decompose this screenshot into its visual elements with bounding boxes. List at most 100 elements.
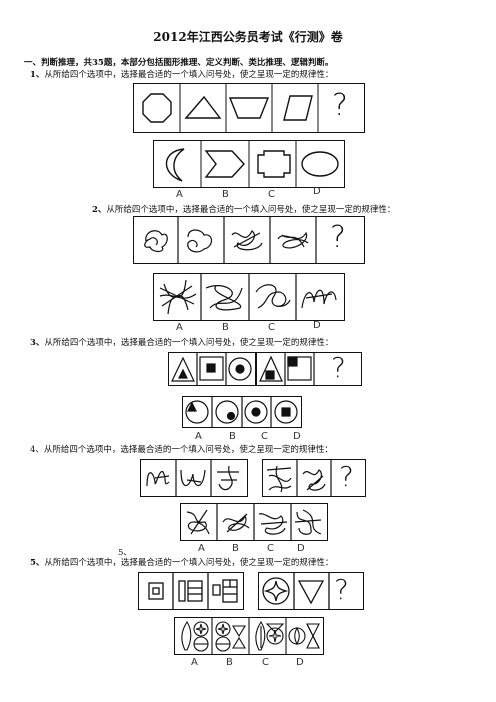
option-label-a: A	[195, 431, 202, 442]
question-1-figure: ?	[133, 83, 365, 133]
question-5-figure-left	[138, 572, 244, 610]
leaf-shape	[255, 621, 266, 651]
option-label-b: B	[226, 657, 233, 668]
option-label-a: A	[191, 657, 198, 668]
question-2-prompt: 2、从所给四个选项中，选择最合适的一个填入问号处，使之呈现一定的规律性：	[92, 203, 395, 215]
triangle-shape	[187, 401, 197, 412]
option-label-b: B	[229, 431, 236, 442]
circle-shape	[244, 400, 268, 424]
scribble-shape	[255, 284, 291, 309]
option-label-d: D	[293, 431, 301, 442]
square-shape	[265, 370, 275, 380]
question-mark: ?	[330, 220, 346, 255]
question-4-figure-left	[140, 459, 248, 497]
question-3-figure-right: ?	[256, 351, 362, 386]
parallelogram-shape	[283, 95, 313, 121]
option-label-c: C	[267, 543, 274, 554]
circle-shape	[262, 577, 290, 605]
scribble-shape	[231, 230, 263, 251]
circle-shape	[235, 364, 245, 374]
inverted-triangle-shape	[297, 580, 325, 605]
question-3-options	[182, 396, 302, 428]
scribble-shape	[294, 509, 322, 535]
scribble-shape	[144, 230, 168, 253]
question-5-prompt: 5、从所给四个选项中，选择最合适的一个填入问号处，使之呈现一定的规律性：	[30, 556, 333, 568]
square-shape	[281, 407, 291, 417]
question-4-prompt: 4、从所给四个选项中，选择最合适的一个填入问号处，使之呈现一定的规律性：	[30, 443, 333, 455]
octagon-shape	[142, 93, 172, 123]
option-label-b: B	[222, 189, 229, 200]
question-mark: ?	[331, 351, 346, 384]
trapezoid-shape	[228, 97, 270, 119]
stray-number-label: 5、	[118, 548, 132, 558]
question-mark: ?	[332, 88, 348, 123]
option-label-c: C	[268, 322, 275, 333]
scribble-shape	[186, 509, 210, 535]
star-shape	[217, 623, 229, 635]
square-shape	[206, 363, 216, 373]
option-label-c: C	[261, 431, 268, 442]
triangle-shape	[171, 356, 195, 382]
question-text: 从所给四个选项中，选择最合适的一个填入问号处，使之呈现一定的规律性：	[44, 70, 334, 80]
square-shape	[152, 587, 160, 595]
triangle-shape	[184, 95, 222, 119]
page-title: 2012年江西公务员考试《行测》卷	[153, 30, 343, 44]
option-label-c: C	[268, 189, 275, 200]
circle-shape	[228, 357, 252, 381]
option-label-d: D	[296, 657, 304, 668]
option-label-c: C	[262, 657, 269, 668]
rectangle-shape	[187, 580, 203, 602]
circle-shape	[274, 400, 298, 424]
square-shape	[199, 356, 224, 381]
inverted-triangle-shape	[232, 625, 246, 638]
question-1-options	[153, 140, 345, 188]
question-1-prompt: 1、从所给四个选项中，选择最合适的一个填入问号处，使之呈现一定的规律性：	[30, 68, 333, 80]
question-2-options	[153, 273, 345, 321]
star-shape	[195, 623, 207, 635]
option-label-a: A	[176, 189, 183, 200]
question-5-figure-right: ?	[258, 572, 364, 610]
circle-shape	[266, 627, 284, 645]
question-text: 从所给四个选项中，选择最合适的一个填入问号处，使之呈现一定的规律性：	[106, 205, 396, 215]
question-number: 3、	[30, 338, 45, 348]
option-label-a: A	[176, 322, 183, 333]
notched-rectangle-shape	[257, 150, 291, 178]
scribble-shape	[217, 465, 239, 491]
circle-shape	[288, 627, 306, 645]
question-4-options	[180, 503, 328, 541]
question-5-options	[174, 617, 324, 655]
question-text: 从所给四个选项中，选择最合适的一个填入问号处，使之呈现一定的规律性：	[44, 558, 334, 568]
star-shape	[268, 629, 282, 643]
circle-shape	[215, 400, 239, 424]
triangle-shape	[178, 368, 188, 379]
circle-shape	[185, 400, 209, 424]
question-number: 4、	[30, 445, 44, 455]
triangle-shape	[306, 634, 320, 649]
option-label-b: B	[222, 322, 229, 333]
option-label-b: B	[232, 543, 239, 554]
circle-shape	[215, 621, 231, 637]
question-number: 2、	[92, 205, 107, 215]
scribble-shape	[180, 469, 206, 487]
chevron-shape	[204, 150, 245, 178]
leaf-shape	[294, 626, 300, 646]
option-label-d: D	[313, 320, 321, 331]
scribble-shape	[187, 229, 213, 253]
question-mark: ?	[339, 460, 354, 493]
option-label-a: A	[198, 543, 205, 554]
scribble-shape	[302, 469, 326, 491]
triangle-shape	[232, 636, 246, 649]
scribble-shape	[266, 465, 292, 493]
question-3-figure-left	[168, 352, 256, 386]
inverted-triangle-shape	[265, 623, 285, 633]
rectangle-shape	[212, 584, 221, 596]
section-heading: 一、判断推理，共35题，本部分包括图形推理、定义判断、类比推理、逻辑判断。	[24, 58, 334, 68]
question-text: 从所给四个选项中，选择最合适的一个填入问号处，使之呈现一定的规律性：	[43, 445, 333, 455]
scribble-shape	[301, 289, 337, 309]
square-shape	[148, 582, 164, 600]
question-4-figure-right: ?	[262, 459, 366, 497]
circle-shape	[193, 621, 209, 637]
scribble-shape	[277, 231, 309, 249]
option-label-d: D	[313, 186, 321, 197]
scribble-shape	[159, 279, 197, 315]
